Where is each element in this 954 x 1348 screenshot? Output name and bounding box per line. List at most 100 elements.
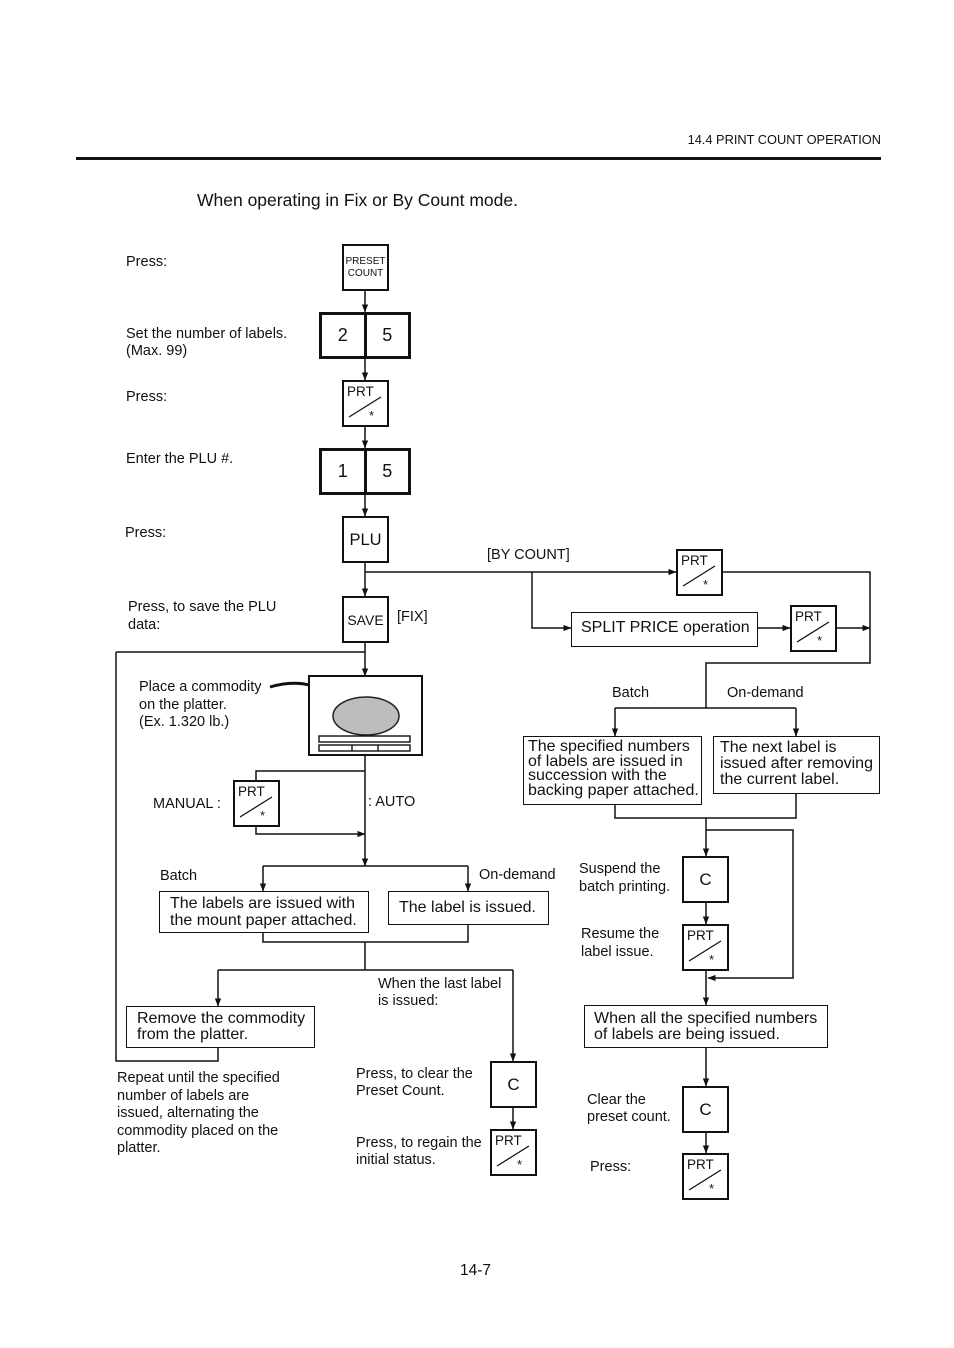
box-line: from the platter. — [137, 1026, 249, 1043]
press-plu-label: Press: — [125, 525, 167, 541]
page-number: 14-7 — [460, 1262, 492, 1279]
instruction-line: (Ex. 1.320 lb.) — [139, 714, 230, 730]
last-label-note: When the last label is issued: — [378, 976, 501, 1010]
flow-line — [705, 571, 871, 708]
regain-status-instruction: Press, to regain the initial status. — [356, 1135, 482, 1169]
prt-key-mark: * — [709, 952, 715, 967]
prt-key-label: PRT — [238, 784, 265, 799]
instruction-line: (Max. 99) — [126, 342, 188, 359]
prt-key: PRT * — [233, 780, 280, 827]
note-line: platter. — [117, 1140, 161, 1157]
prt-key-mark: * — [709, 1181, 715, 1196]
scale-icon — [308, 675, 423, 756]
slash-icon — [348, 396, 382, 418]
instruction-line: Press, to clear the — [356, 1065, 473, 1082]
instruction-line: data: — [128, 617, 161, 633]
section-title: 14.4 PRINT COUNT OPERATION — [687, 132, 881, 147]
all-issued-box: When all the specified numbers of labels… — [584, 1005, 828, 1048]
fix-batch-result-box: The labels are issued with the mount pap… — [159, 891, 369, 933]
header-rule — [76, 157, 881, 160]
by-count-branch-label: [BY COUNT] — [487, 547, 570, 563]
digit-key: 5 — [363, 315, 409, 356]
note-line: number of labels are — [117, 1087, 250, 1104]
on-demand-label: On-demand — [727, 685, 804, 701]
instruction-line: Set the number of labels. — [126, 325, 288, 342]
prt-key-mark: * — [817, 633, 823, 648]
manual-label: MANUAL : — [153, 796, 221, 812]
box-line: The specified numbers — [528, 738, 690, 755]
flow-arrow — [706, 829, 794, 982]
box-line: When all the specified numbers — [594, 1009, 818, 1027]
digit-key: 2 — [337, 325, 348, 345]
save-key: SAVE — [342, 596, 389, 643]
flow-arrow — [255, 827, 366, 838]
place-commodity-instruction: Place a commodity on the platter. (Ex. 1… — [139, 679, 262, 732]
repeat-loop-line — [115, 652, 219, 1062]
box-line: of labels are being issued. — [594, 1025, 780, 1043]
instruction-line: Press, to save the PLU — [128, 599, 277, 615]
prt-key: PRT * — [682, 924, 729, 971]
suspend-instruction: Suspend the batch printing. — [579, 860, 670, 896]
box-line: succession with the — [528, 767, 667, 784]
slash-icon — [682, 565, 716, 587]
prt-key-label: PRT — [795, 609, 822, 624]
instruction-line: Clear the — [587, 1091, 646, 1108]
prt-key-mark: * — [703, 577, 709, 592]
note-line: commodity placed on the — [117, 1122, 279, 1139]
by-count-batch-result-box: The specified numbers of labels are issu… — [523, 736, 702, 805]
prt-key: PRT * — [676, 549, 723, 596]
instruction-line: on the platter. — [139, 696, 227, 713]
commodity-icon — [332, 696, 400, 736]
key-label-line: COUNT — [347, 267, 384, 279]
prt-key-label: PRT — [687, 928, 714, 943]
slash-icon — [496, 1145, 530, 1167]
instruction-line: Preset Count. — [356, 1082, 445, 1099]
box-line: the mount paper attached. — [170, 912, 357, 929]
prt-key: PRT * — [790, 605, 837, 652]
box-line: the current label. — [720, 771, 840, 788]
instruction-line: label issue. — [581, 944, 654, 960]
box-line: issued after removing — [720, 755, 873, 772]
prt-key-label: PRT — [347, 384, 374, 399]
instruction-line: When the last label — [378, 975, 502, 992]
prt-key-label: PRT — [495, 1133, 522, 1148]
clear-key: C — [682, 1086, 729, 1133]
instruction-line: Press, to regain the — [356, 1134, 482, 1151]
resume-instruction: Resume the label issue. — [581, 925, 659, 961]
prt-key: PRT * — [682, 1153, 729, 1200]
clear-key-label: C — [699, 869, 712, 889]
instruction-line: is issued: — [378, 992, 439, 1009]
flow-arrow — [531, 572, 572, 632]
flow-line — [255, 770, 365, 780]
prt-key-mark: * — [369, 408, 375, 423]
batch-label: Batch — [160, 868, 198, 884]
repeat-note: Repeat until the specified number of lab… — [117, 1070, 280, 1158]
prt-key-mark: * — [517, 1157, 523, 1172]
instruction-line: batch printing. — [579, 879, 671, 895]
prt-key-mark: * — [260, 808, 266, 823]
page-subtitle: When operating in Fix or By Count mode. — [197, 190, 518, 210]
clear-key-label: C — [699, 1099, 712, 1119]
instruction-line: Resume the — [581, 926, 660, 942]
note-line: issued, alternating the — [117, 1105, 259, 1122]
label-count-keys: 2 5 — [319, 312, 411, 359]
box-line: The next label is — [720, 739, 837, 756]
on-demand-label: On-demand — [479, 867, 556, 883]
prt-key: PRT * — [342, 380, 389, 427]
save-key-label: SAVE — [347, 611, 384, 628]
instruction-line: Suspend the — [579, 861, 661, 877]
box-line: The labels are issued with — [170, 895, 355, 912]
clear-preset-instruction: Clear the preset count. — [587, 1092, 671, 1126]
fix-branch-label: [FIX] — [397, 609, 428, 625]
instruction-line: preset count. — [587, 1108, 671, 1125]
press-preset-label: Press: — [126, 254, 168, 270]
plu-key: PLU — [342, 516, 389, 563]
clear-key: C — [490, 1061, 537, 1108]
prt-key: PRT * — [490, 1129, 537, 1176]
plu-number-keys: 1 5 — [319, 448, 411, 495]
slash-icon — [796, 621, 830, 643]
digit-key: 5 — [363, 451, 409, 492]
save-plu-instruction: Press, to save the PLU data: — [128, 598, 276, 634]
slash-icon — [239, 796, 273, 818]
set-number-instruction: Set the number of labels. (Max. 99) — [126, 326, 287, 360]
